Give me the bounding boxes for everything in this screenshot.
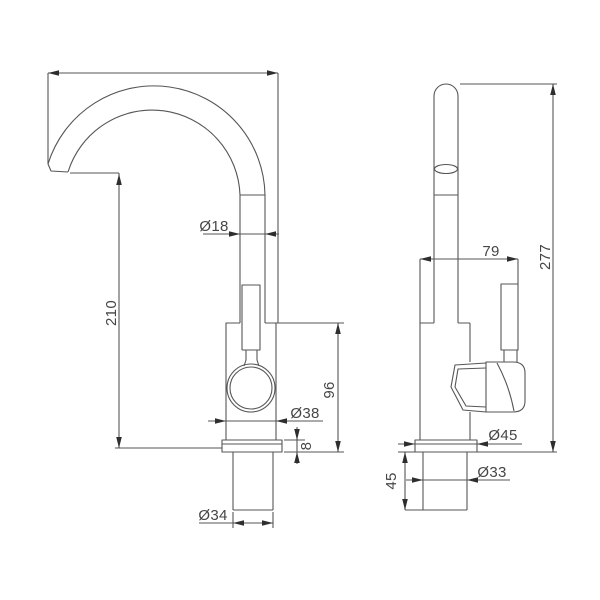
spout-outlet-face [47, 163, 69, 173]
arrowhead [420, 256, 431, 262]
arrowhead [550, 441, 556, 452]
dim-label-body-height: 96 [321, 381, 338, 398]
spout-outer-arc [47, 85, 266, 323]
arrowhead [335, 323, 341, 334]
dim-label-spout-height: 210 [103, 300, 120, 326]
shank-front [232, 452, 274, 511]
arrowhead [507, 256, 518, 262]
dim-label-shank-length: 45 [383, 472, 400, 489]
handle-lever-side [500, 283, 519, 351]
dim-label-overall-height: 277 [537, 244, 554, 270]
arrowhead [267, 70, 278, 76]
base-plate-thickness-dimension: 8 [284, 427, 315, 464]
body-outline-side [419, 322, 471, 440]
arrowhead [335, 441, 341, 452]
front-view [47, 85, 344, 511]
arrowhead [276, 418, 287, 424]
arrowhead [412, 477, 423, 483]
arrowhead [477, 441, 488, 447]
arrowhead [402, 499, 408, 510]
arrowhead [116, 437, 122, 448]
arrowhead [467, 477, 478, 483]
dim-label-shank-diameter-side: Ø33 [477, 464, 506, 481]
handle-ball-inner [229, 366, 273, 410]
shank-side [405, 452, 468, 511]
spout-height-dimension: 210 [70, 172, 122, 448]
arrowhead [294, 452, 300, 463]
handle-pivot-housing [485, 361, 526, 413]
arrowhead [233, 520, 244, 526]
front-view-dimensions: 210 Ø18 Ø38 96 8 [47, 70, 344, 528]
arrowhead [48, 70, 59, 76]
dim-label-shank-diameter-front: Ø34 [198, 507, 227, 524]
spout-tube-diameter-dimension: Ø18 [199, 218, 279, 237]
handle-ball-outer [226, 363, 276, 413]
base-plate-front [221, 439, 283, 453]
body-height-dimension: 96 [284, 323, 344, 453]
dim-label-body-diameter: Ø38 [290, 405, 319, 422]
handle-reach-dimension: 79 [419, 243, 519, 323]
dim-label-handle-reach: 79 [482, 243, 499, 260]
shank-length-dimension: 45 [383, 452, 408, 510]
overall-width-dimension [47, 70, 279, 323]
base-plate-diameter-dimension: Ø45 [398, 427, 522, 447]
arrowhead [215, 418, 226, 424]
body-height-dim-line [284, 323, 344, 453]
base-plate-side [414, 439, 478, 453]
overall-height-dim-line [460, 83, 557, 452]
body-diameter-dimension: Ø38 [208, 405, 323, 424]
arrowhead [262, 520, 273, 526]
dim-label-base-plate-thickness: 8 [298, 442, 315, 451]
dim-label-base-plate-diameter: Ø45 [488, 427, 517, 444]
side-view-dimensions: 79 277 Ø45 Ø33 45 [383, 83, 557, 510]
shank-diameter-front-dimension: Ø34 [198, 507, 274, 528]
overall-width-dim-line [47, 72, 279, 323]
dim-label-spout-tube-diameter: Ø18 [199, 218, 228, 235]
arrowhead [402, 452, 408, 463]
handle-neck-front [243, 350, 260, 367]
arrowhead [229, 231, 240, 237]
arrowhead [550, 84, 556, 95]
handle-reach-dim-line [419, 258, 519, 323]
handle-pivot-seam [496, 362, 515, 412]
spout-inner-arc [67, 109, 241, 323]
riser-tube-side [433, 83, 459, 323]
shank-diameter-side-dimension: Ø33 [406, 464, 510, 483]
handle-neck-side [503, 350, 518, 362]
arrowhead [294, 429, 300, 440]
overall-height-dimension: 277 [460, 83, 557, 452]
spout-outlet-ellipse [433, 163, 459, 175]
side-view [398, 83, 557, 511]
handle-base-cone-inner [454, 367, 487, 408]
arrowhead [116, 174, 122, 185]
handle-base-cone [450, 362, 487, 413]
arrowhead [265, 231, 276, 237]
arrowhead [404, 441, 415, 447]
spout-height-dim-line [70, 172, 120, 448]
handle-lever-front [241, 284, 261, 351]
